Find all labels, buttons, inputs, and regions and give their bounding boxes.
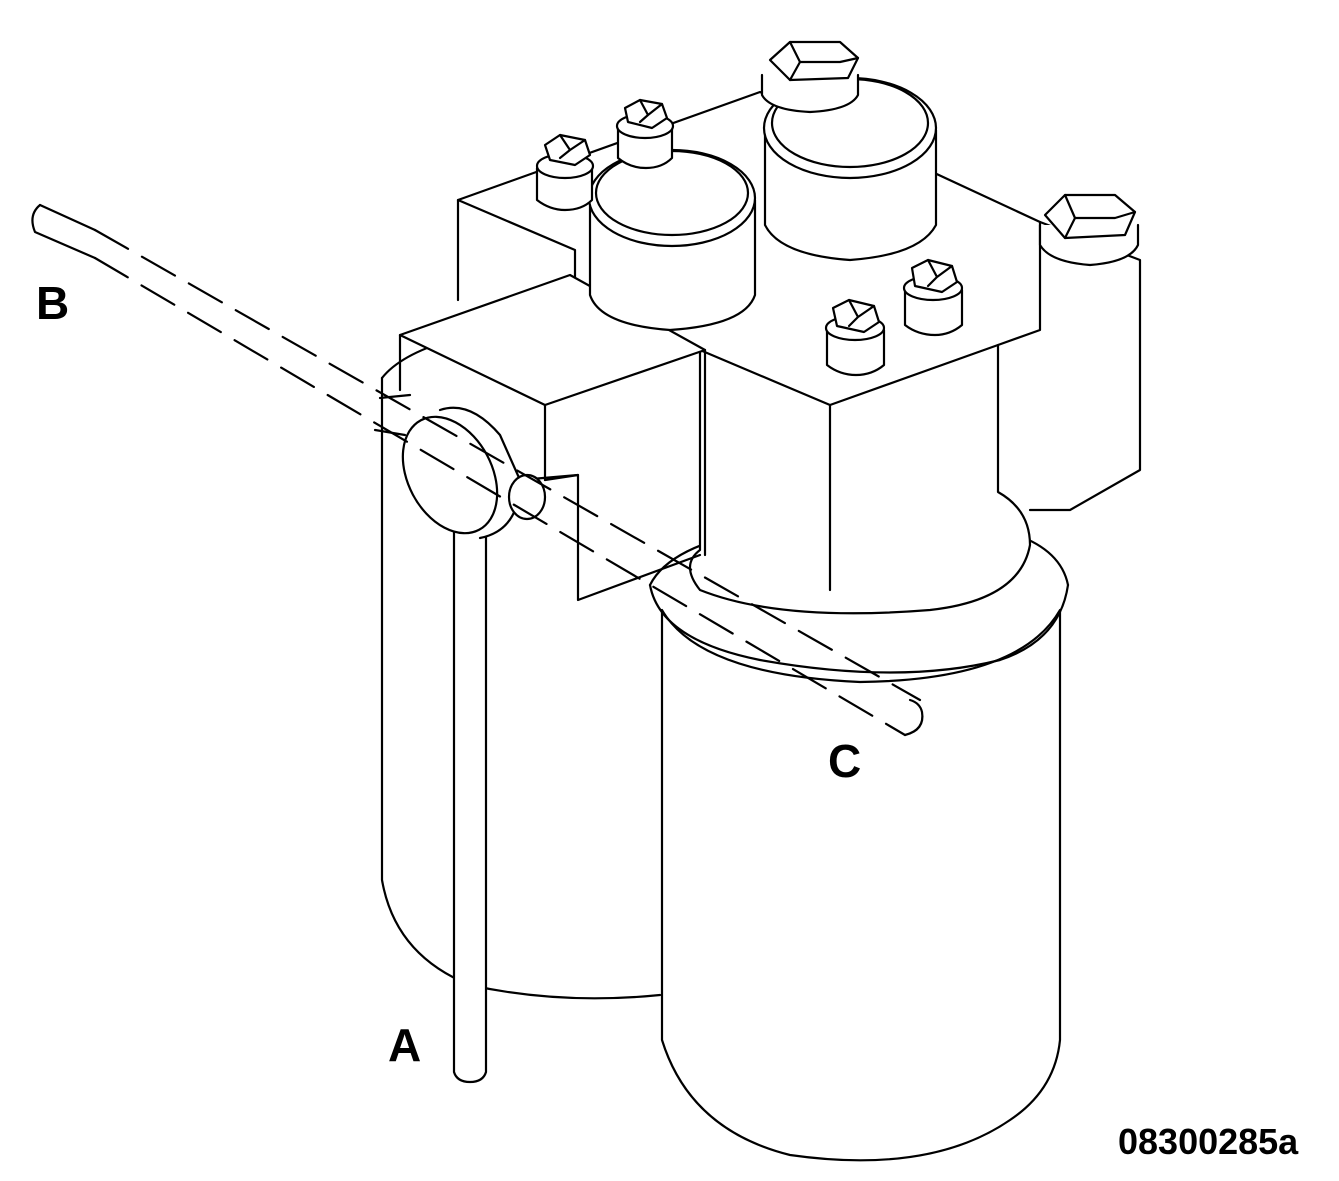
bleed-screw-4 bbox=[824, 298, 886, 377]
rod-a bbox=[452, 528, 488, 1084]
adjust-knob bbox=[401, 406, 547, 540]
bleed-screw-2 bbox=[615, 98, 675, 170]
bleed-screw-3 bbox=[902, 258, 964, 337]
drawing-code: 08300285a bbox=[1118, 1121, 1299, 1162]
callout-label-a: A bbox=[388, 1019, 422, 1071]
bleed-screw-1 bbox=[535, 133, 595, 212]
rod-b-c bbox=[31, 203, 924, 737]
large-cap-front bbox=[587, 148, 757, 332]
hex-plug-right bbox=[1038, 193, 1140, 267]
front-canister bbox=[648, 521, 1070, 1162]
callout-label-c: C bbox=[828, 735, 862, 787]
hex-plug-top bbox=[760, 40, 860, 114]
callout-label-b: B bbox=[36, 277, 70, 329]
